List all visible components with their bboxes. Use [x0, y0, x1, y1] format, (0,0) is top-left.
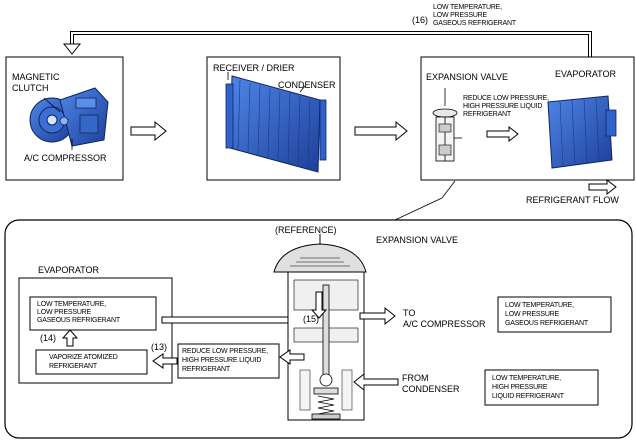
return-flow-line: [62, 31, 592, 57]
evaporator-detail-title: EVAPORATOR: [38, 265, 100, 275]
top-flow-line-2: LOW PRESSURE: [433, 12, 487, 19]
arrow-13: [152, 353, 178, 369]
legend-gas-box: [497, 296, 612, 333]
reduce-box: [177, 343, 280, 379]
to-ac-label-1: TO: [403, 308, 416, 318]
expansion-valve-small-illustration: [432, 88, 462, 162]
vaporize-line-1: VAPORIZE ATOMIZED: [49, 354, 118, 361]
step-13-label: (13): [151, 342, 168, 352]
reduce-box-line-1: REDUCE LOW PRESSURE,: [182, 348, 268, 355]
legend-liquid-line-3: LIQUID REFRIGERANT: [492, 393, 564, 400]
reference-label: (REFERENCE): [275, 225, 337, 235]
legend-gas-line-2: LOW PRESSURE: [505, 311, 559, 318]
evap-gas-box: [29, 296, 157, 331]
evap-gas-line-3: GASEOUS REFRIGERANT: [37, 317, 120, 324]
evap-gas-line-2: LOW PRESSURE: [37, 309, 91, 316]
arrow-15: [161, 310, 303, 330]
vaporize-line-2: REFRIGERANT: [49, 363, 97, 370]
legend-gas-line-3: GASEOUS REFRIGERANT: [505, 320, 588, 327]
condenser-illustration: [225, 72, 327, 173]
receiver-drier-label: RECEIVER / DRIER: [213, 63, 295, 73]
expansion-valve-cross-section: [273, 234, 367, 421]
arrow-14: [61, 329, 79, 347]
ac-compressor-label: A/C COMPRESSOR: [24, 153, 107, 163]
legend-liquid-line-1: LOW TEMPERATURE,: [492, 375, 561, 382]
flow-arrow-1: [130, 120, 167, 142]
to-ac-label-2: A/C COMPRESSOR: [403, 319, 486, 329]
step-14-label: (14): [40, 333, 57, 343]
top-flow-line-1: LOW TEMPERATURE,: [433, 4, 502, 11]
legend-liquid-line-2: HIGH PRESSURE: [492, 384, 548, 391]
from-condenser-arrow: [353, 372, 399, 392]
magnetic-clutch-label-2: CLUTCH: [12, 83, 49, 93]
refrigerant-flow-legend-arrow: [588, 178, 617, 196]
reduce-box-line-3: REFRIGERANT: [182, 366, 230, 373]
valve-out-left-arrow: [279, 349, 305, 365]
refrigerant-flow-legend-label: REFRIGERANT FLOW: [526, 195, 619, 205]
from-condenser-label-1: FROM: [402, 373, 429, 383]
reduce-text-line-1: REDUCE LOW PRESSURE,: [463, 95, 549, 102]
expansion-valve-detail-label: EXPANSION VALVE: [376, 235, 459, 245]
evap-gas-line-1: LOW TEMPERATURE,: [37, 301, 106, 308]
ac-compressor-illustration: [29, 87, 109, 150]
flow-arrow-3: [486, 125, 519, 143]
flow-step-16: (16): [412, 15, 429, 25]
flow-arrow-2: [354, 120, 408, 142]
expansion-valve-label: EXPANSION VALVE: [426, 72, 509, 82]
reduce-box-line-2: HIGH PRESSURE LIQUID: [182, 357, 262, 364]
evaporator-label: EVAPORATOR: [555, 69, 617, 79]
magnetic-clutch-label-1: MAGNETIC: [12, 72, 60, 82]
step-15-label: (15): [303, 314, 320, 324]
from-condenser-label-2: CONDENSER: [402, 384, 460, 394]
condenser-label: CONDENSER: [278, 80, 336, 90]
valve-down-arrow: [310, 291, 328, 319]
top-flow-line-3: GASEOUS REFRIGERANT: [433, 20, 516, 27]
evaporator-illustration: [547, 95, 617, 169]
reduce-text-line-3: REFRIGERANT: [463, 111, 511, 118]
legend-liquid-box: [484, 369, 599, 406]
reduce-text-line-2: HIGH PRESSURE LIQUID: [463, 103, 543, 110]
legend-gas-line-1: LOW TEMPERATURE,: [505, 302, 574, 309]
vaporize-box: [35, 349, 148, 375]
detail-callout: [4, 180, 633, 439]
to-compressor-arrow: [359, 306, 396, 326]
